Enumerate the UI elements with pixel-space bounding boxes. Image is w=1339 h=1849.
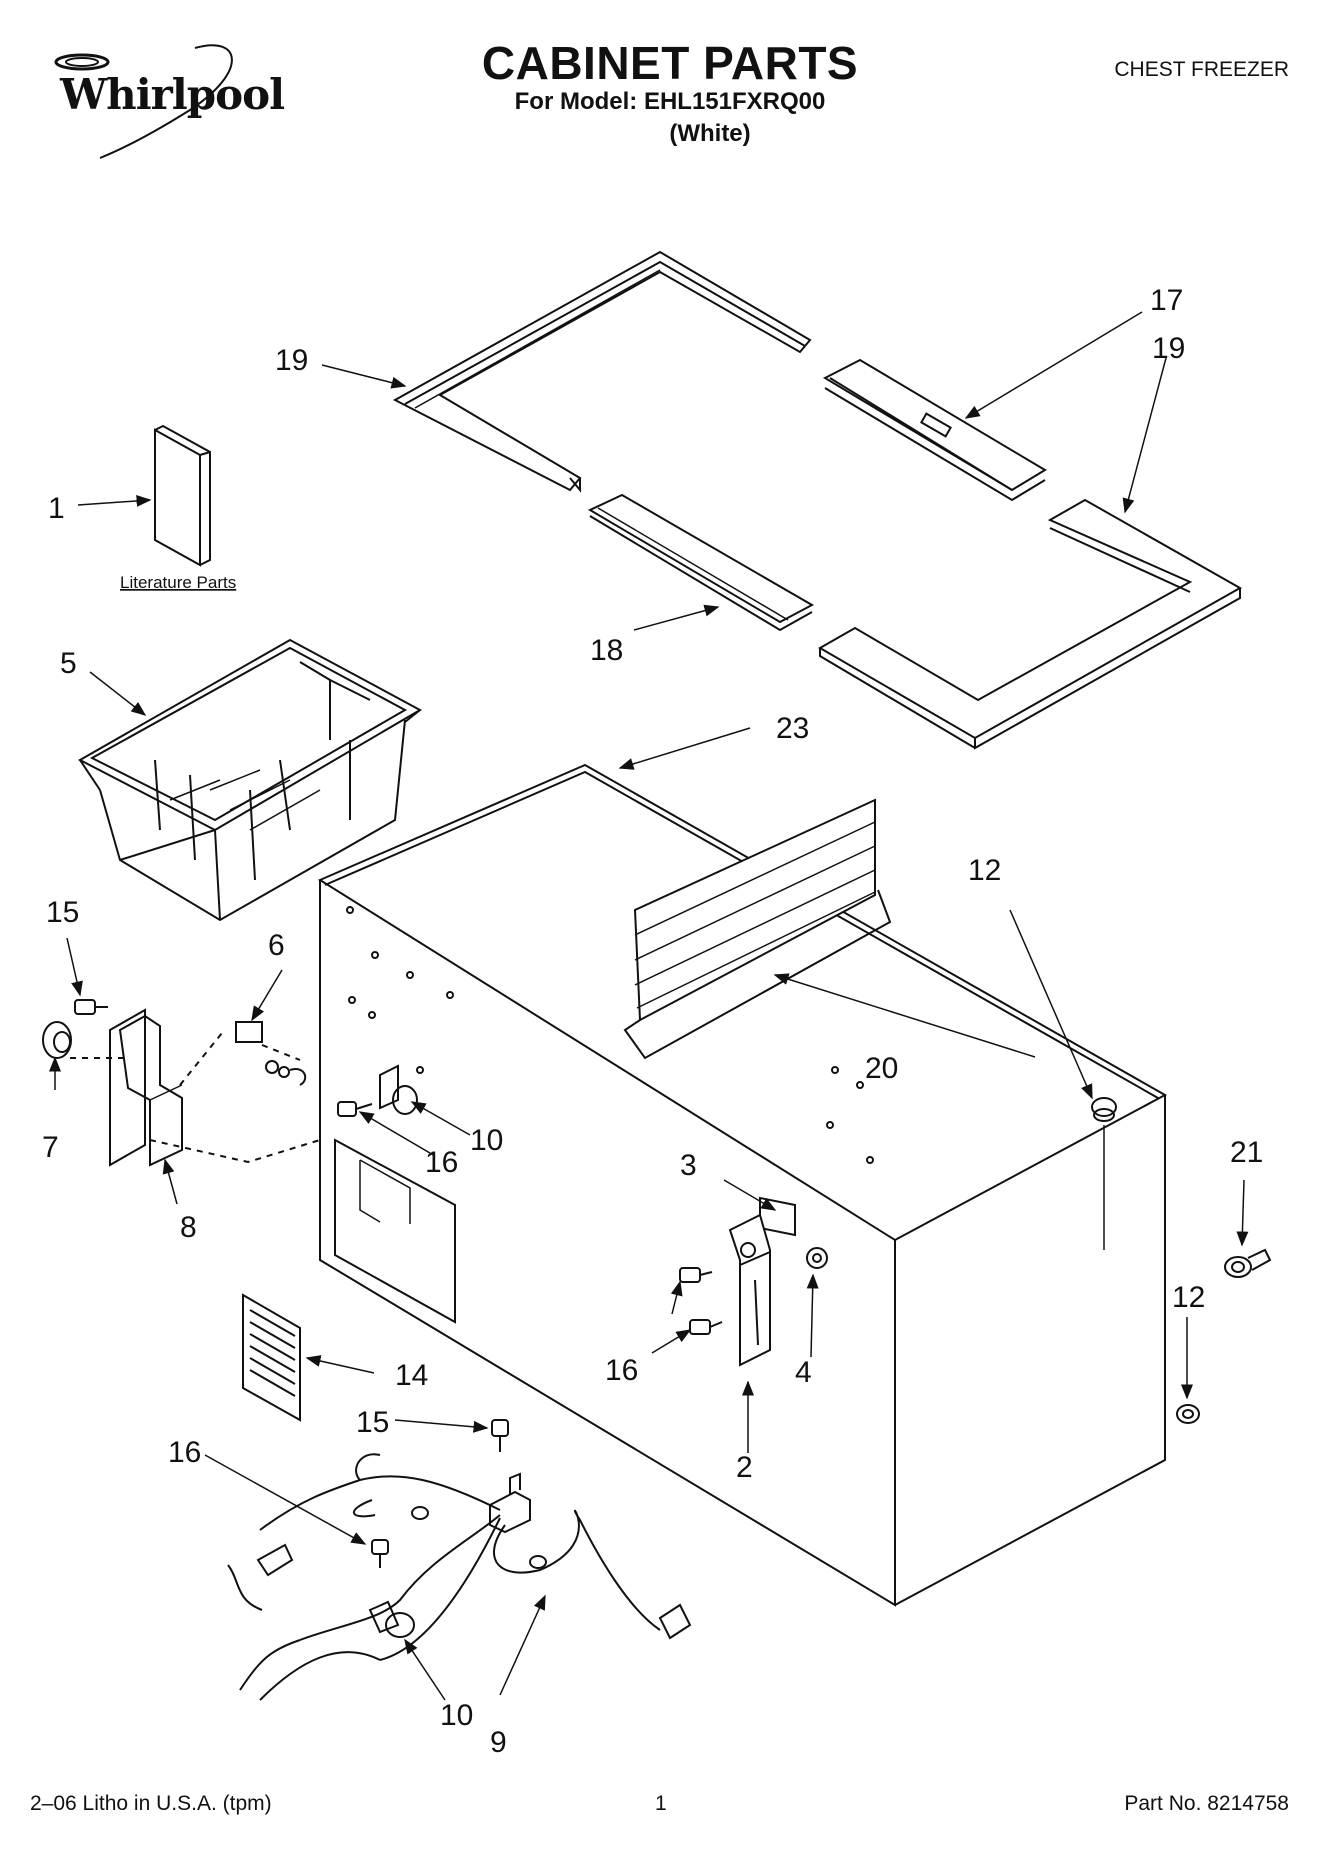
callout-19: 19 (1152, 332, 1185, 365)
breaker-frame-left (392, 250, 812, 493)
callout-14: 14 (395, 1359, 428, 1392)
callout-leaders (49, 311, 1249, 1701)
storage-basket (77, 638, 423, 922)
cable-clamp-upper (379, 1064, 424, 1115)
screw-clamp-upper (337, 1101, 373, 1117)
screw-lower (491, 1419, 509, 1452)
callout-16: 16 (605, 1354, 638, 1387)
leveling-foot-top (1091, 1097, 1117, 1250)
whirlpool-logo: Whirlpool (30, 40, 285, 170)
callout-6: 6 (268, 929, 285, 962)
callout-16: 16 (425, 1146, 458, 1179)
footer-litho: 2–06 Litho in U.S.A. (tpm) (30, 1792, 272, 1815)
callout-9: 9 (490, 1726, 507, 1759)
breaker-strip-front (822, 358, 1047, 502)
freezer-cabinet (317, 763, 1168, 1607)
part-number: Part No. 8214758 (1124, 1792, 1289, 1815)
callout-3: 3 (680, 1149, 697, 1182)
literature-parts-label: Literature Parts (120, 573, 236, 592)
callout-15: 15 (356, 1406, 389, 1439)
leveling-foot-bottom (1176, 1404, 1200, 1424)
appliance-type: CHEST FREEZER (1114, 58, 1289, 81)
literature-booklet (154, 424, 211, 567)
cable-clamp-lower (368, 1600, 415, 1638)
callout-8: 8 (180, 1211, 197, 1244)
wiring-harness (227, 1453, 692, 1701)
callout-1: 1 (48, 492, 65, 525)
screw-hinge-lower (689, 1319, 723, 1335)
callout-23: 23 (776, 712, 809, 745)
breaker-frame-right (817, 498, 1243, 750)
callout-12: 12 (968, 854, 1001, 887)
callout-21: 21 (1230, 1136, 1263, 1169)
model-number: For Model: EHL151FXRQ00 (514, 88, 826, 115)
screw-clamp-lower (371, 1539, 389, 1568)
cabinet-divider (623, 798, 892, 1060)
screw-hinge-upper (679, 1267, 713, 1283)
callout-17: 17 (1150, 284, 1183, 317)
thermostat-knob (42, 1021, 72, 1059)
drain-plug (1224, 1248, 1272, 1278)
callout-4: 4 (795, 1356, 812, 1389)
page-number: 1 (655, 1792, 667, 1815)
callout-7: 7 (42, 1131, 59, 1164)
callout-5: 5 (60, 647, 77, 680)
callout-19: 19 (275, 344, 308, 377)
callout-labels: 19 17 19 1 5 18 23 12 15 6 20 7 8 10 16 … (42, 284, 1263, 1759)
brand-wordmark: Whirlpool (60, 70, 285, 119)
lid-hinge (728, 1196, 796, 1367)
logo-swirl-icon (54, 44, 233, 159)
page-title: CABINET PARTS (481, 37, 859, 89)
callout-10: 10 (470, 1124, 503, 1157)
callout-20: 20 (865, 1052, 898, 1085)
model-color: (White) (669, 120, 751, 147)
breaker-strip-rear (587, 493, 815, 632)
control-thermostat (235, 1021, 307, 1086)
callout-12: 12 (1172, 1281, 1205, 1314)
callout-10: 10 (440, 1699, 473, 1732)
hinge-nut (806, 1247, 828, 1269)
callout-16: 16 (168, 1436, 201, 1469)
callout-18: 18 (590, 634, 623, 667)
callout-15: 15 (46, 896, 79, 929)
ventilation-grille (242, 1293, 301, 1422)
callout-2: 2 (736, 1451, 753, 1484)
control-housing (109, 1008, 183, 1167)
screw-upper (74, 999, 108, 1015)
